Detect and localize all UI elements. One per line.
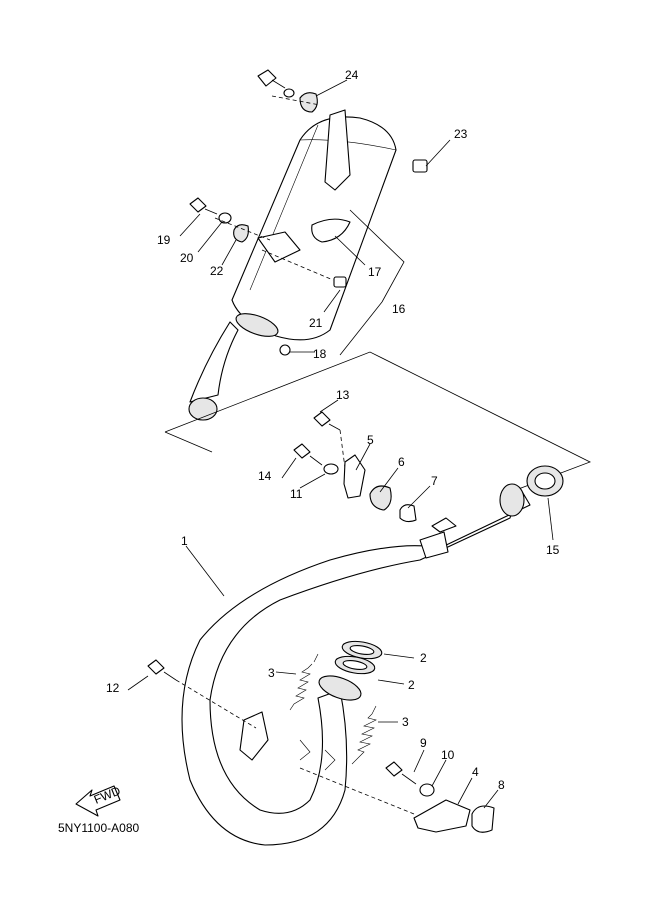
callout-7: 7: [431, 474, 438, 488]
callout-20: 20: [180, 251, 194, 265]
callout-15: 15: [546, 543, 560, 557]
callout-9: 9: [420, 736, 427, 750]
callout-2-lower: 2: [408, 678, 415, 692]
callout-10: 10: [441, 748, 455, 762]
spring-3-lower: [351, 705, 377, 765]
callout-3-upper: 3: [268, 666, 275, 680]
callout-3-lower: 3: [402, 715, 409, 729]
mount-bolt-24: [257, 69, 318, 113]
spring-3-upper: [289, 653, 319, 711]
callout-4: 4: [472, 765, 479, 779]
mount-bolt-19-group: [189, 197, 249, 243]
callout-18: 18: [313, 347, 327, 361]
callout-21: 21: [309, 316, 323, 330]
callout-23: 23: [454, 127, 468, 141]
callout-17: 17: [368, 265, 382, 279]
silencer-assembly: [188, 109, 428, 421]
gasket-2-upper: [341, 640, 383, 660]
bracket-4: [413, 799, 471, 833]
callout-6: 6: [398, 455, 405, 469]
exhaust-pipe-1: [181, 483, 531, 846]
callout-19: 19: [157, 233, 171, 247]
gasket-2-lower: [334, 655, 376, 675]
callout-8: 8: [498, 778, 505, 792]
stay-bracket-5: [343, 454, 366, 499]
callout-14: 14: [258, 469, 272, 483]
gasket-15: [526, 465, 564, 497]
callout-16: 16: [392, 302, 406, 316]
callout-numbers: 1 2 2 3 3 4 5 6 7 8 9 10 11 12 13 14 15 …: [106, 68, 560, 792]
bolt-13: [313, 411, 346, 469]
fwd-arrow-icon: FWD: [75, 783, 123, 817]
bolt-14-group: [293, 443, 339, 475]
bolt-9-group: [385, 761, 435, 797]
callout-13: 13: [336, 388, 350, 402]
callout-24: 24: [345, 68, 359, 82]
callout-22: 22: [210, 264, 224, 278]
callout-12: 12: [106, 681, 120, 695]
grommet-6: [369, 485, 392, 511]
collar-7: [399, 504, 417, 523]
bolt-12: [147, 659, 257, 729]
callout-5: 5: [367, 433, 374, 447]
callout-1: 1: [181, 534, 188, 548]
callout-2-upper: 2: [420, 651, 427, 665]
diagram-code: 5NY1100-A080: [58, 821, 139, 835]
callout-11: 11: [290, 487, 303, 501]
assembly-plane-outline: [164, 351, 591, 497]
collar-8: [471, 805, 495, 833]
